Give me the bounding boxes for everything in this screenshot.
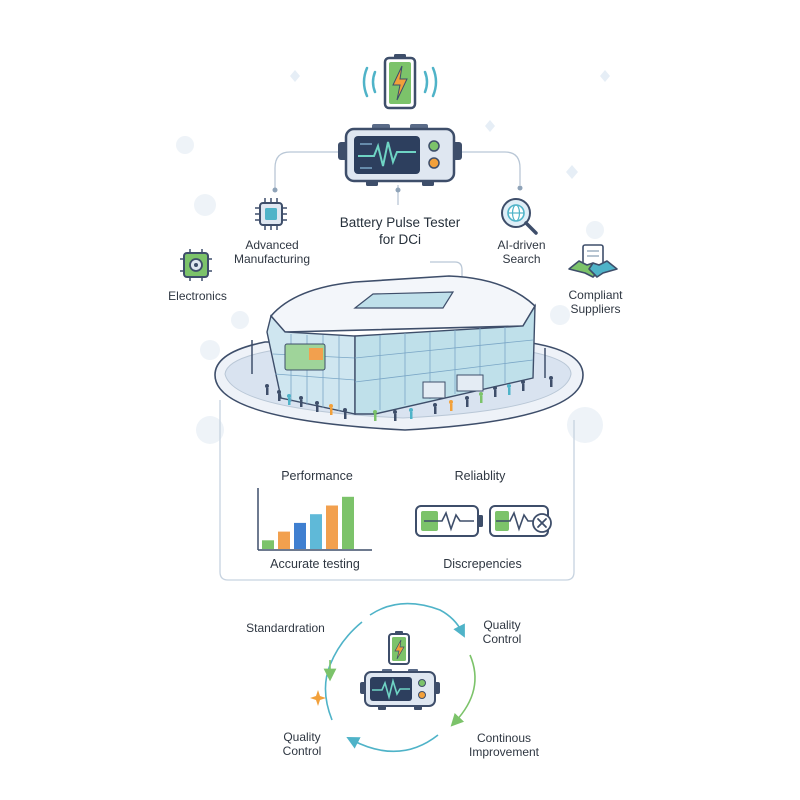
cycle-battery-icon bbox=[386, 630, 412, 666]
quality-control-top-label: Quality Control bbox=[462, 618, 542, 646]
battery-pulse-error-icon bbox=[488, 503, 558, 539]
performance-bar bbox=[294, 522, 306, 549]
quality-control-bottom-label: Quality Control bbox=[262, 730, 342, 758]
diagram-title: Battery Pulse Tester for DCi bbox=[320, 214, 480, 248]
standardization-label: Standardration bbox=[246, 621, 325, 635]
continuous-improvement-line-1: Continous bbox=[476, 731, 532, 745]
advanced-manufacturing-line-1: Advanced bbox=[245, 238, 299, 252]
reliability-label: Reliablity bbox=[454, 469, 506, 483]
performance-bar bbox=[278, 531, 290, 549]
performance-bar bbox=[342, 496, 354, 549]
battery-pulse-ok-icon bbox=[414, 503, 486, 539]
stadium-building-illustration bbox=[205, 270, 590, 445]
performance-bar bbox=[262, 540, 274, 549]
title-line-1: Battery Pulse Tester bbox=[339, 215, 461, 230]
continuous-improvement-line-2: Improvement bbox=[468, 745, 540, 759]
performance-label: Performance bbox=[281, 469, 353, 483]
performance-bar-chart bbox=[252, 486, 374, 552]
handshake-icon bbox=[567, 243, 619, 285]
accurate-testing-label: Accurate testing bbox=[270, 557, 360, 571]
advanced-manufacturing-label: Advanced Manufacturing bbox=[222, 238, 322, 266]
continuous-improvement-label: Continous Improvement bbox=[455, 731, 553, 759]
quality-control-top-line-2: Control bbox=[482, 632, 522, 646]
title-line-2: for DCi bbox=[378, 232, 421, 247]
chip-icon bbox=[253, 196, 289, 232]
compliant-suppliers-label: Compliant Suppliers bbox=[548, 288, 643, 316]
advanced-manufacturing-line-2: Manufacturing bbox=[233, 252, 311, 266]
quality-control-top-line-1: Quality bbox=[483, 618, 521, 632]
electronics-label: Electronics bbox=[168, 289, 227, 303]
magnifier-globe-icon bbox=[498, 196, 540, 236]
performance-bar bbox=[326, 505, 338, 549]
ai-search-label: AI-driven Search bbox=[474, 238, 569, 266]
ai-search-line-1: AI-driven bbox=[497, 238, 546, 252]
performance-bar bbox=[310, 514, 322, 549]
compliant-suppliers-line-2: Suppliers bbox=[570, 302, 621, 316]
compliant-suppliers-line-1: Compliant bbox=[568, 288, 623, 302]
cycle-tester-device-icon bbox=[360, 668, 440, 712]
discrepencies-label: Discrepencies bbox=[443, 557, 522, 571]
quality-control-bottom-line-1: Quality bbox=[283, 730, 321, 744]
pulse-tester-device-icon bbox=[338, 122, 462, 188]
ai-search-line-2: Search bbox=[502, 252, 541, 266]
circuit-board-icon bbox=[178, 247, 214, 283]
quality-control-bottom-line-2: Control bbox=[282, 744, 322, 758]
battery-charging-icon bbox=[355, 52, 445, 112]
